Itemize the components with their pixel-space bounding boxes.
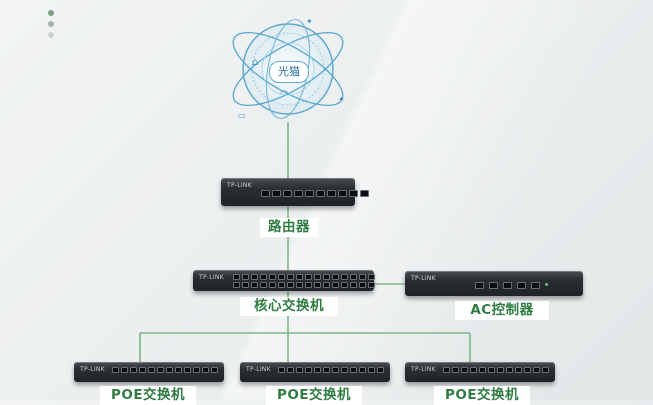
house-icon: ⌂ bbox=[252, 57, 259, 68]
modem-label: 光猫 bbox=[269, 61, 309, 83]
router-ports bbox=[261, 190, 369, 197]
ac-controller-brand: TP-LINK bbox=[411, 275, 436, 282]
poe-switch-label-1: POE交换机 bbox=[100, 386, 196, 405]
dot bbox=[48, 10, 54, 16]
router-device: TP-LINK bbox=[221, 178, 369, 206]
router-label: 路由器 bbox=[260, 218, 318, 237]
core-switch-ports-bottom bbox=[233, 282, 375, 288]
poe-switch-device-3: TP-LINK bbox=[405, 362, 555, 382]
link-icon: ✦ bbox=[306, 17, 313, 26]
poe-switch-label-3: POE交换机 bbox=[434, 386, 530, 405]
wifi-icon: ◠ bbox=[280, 89, 289, 100]
dot bbox=[48, 21, 54, 27]
status-led bbox=[545, 283, 548, 286]
poe-switch-device-2: TP-LINK bbox=[240, 362, 390, 382]
link-icon: ✦ bbox=[338, 95, 345, 104]
poe-switch-label-2: POE交换机 bbox=[266, 386, 362, 405]
core-switch-label: 核心交换机 bbox=[240, 297, 338, 316]
core-switch-ports-top bbox=[233, 274, 375, 280]
core-switch-brand: TP-LINK bbox=[199, 274, 224, 281]
modem-network-graphic: ⌂ ◠ ▭ ✦ ✦ 光猫 bbox=[218, 13, 358, 125]
router-brand: TP-LINK bbox=[227, 182, 252, 189]
laptop-icon: ▭ bbox=[238, 111, 246, 120]
dot bbox=[48, 32, 54, 38]
ac-controller-ports bbox=[475, 282, 540, 289]
ac-controller-label: AC控制器 bbox=[455, 301, 549, 320]
core-switch-device: TP-LINK bbox=[193, 270, 375, 291]
decorative-dots bbox=[48, 10, 54, 43]
poe-switch-device-1: TP-LINK bbox=[74, 362, 224, 382]
ac-controller-device: TP-LINK bbox=[405, 271, 583, 296]
